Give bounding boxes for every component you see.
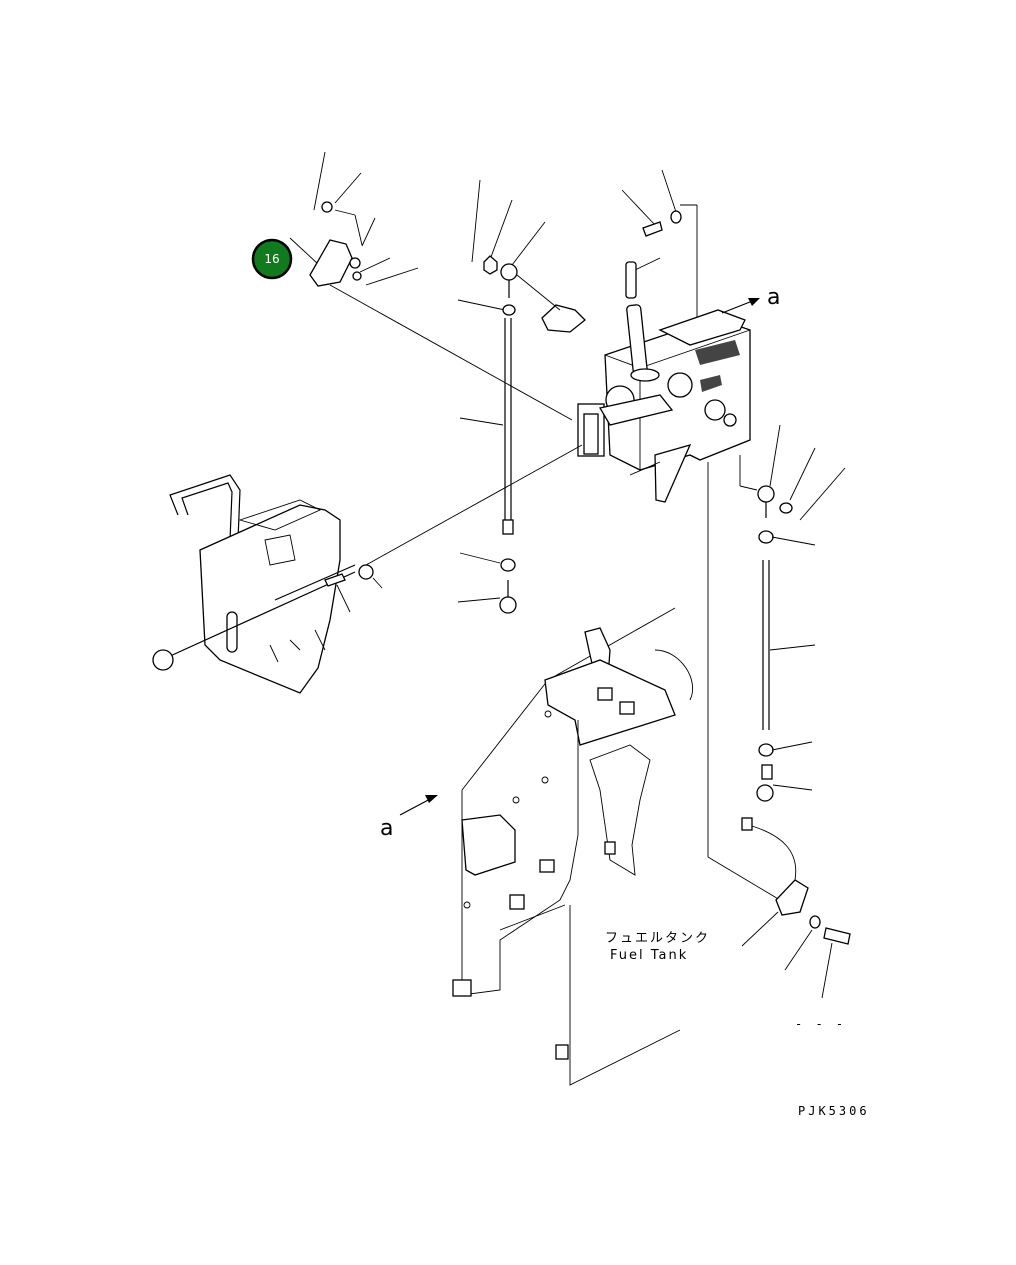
fuel-tank-label-en: Fuel Tank (610, 948, 688, 963)
sensor-assembly: - - - (707, 462, 851, 1031)
control-box-assembly (577, 304, 751, 503)
top-center-parts (483, 204, 698, 333)
arrow-a-top-right: a (721, 285, 780, 314)
callout-16[interactable]: 16 (251, 238, 293, 280)
drawing-code: PJK5306 (798, 1104, 870, 1118)
arrow-label-left: a (380, 816, 393, 841)
leader-lines-top-center (457, 169, 677, 311)
vertical-rod-left (457, 318, 517, 614)
dash-mark: - - - (795, 1017, 846, 1031)
callout-circle[interactable] (251, 238, 293, 280)
frame-chassis (452, 607, 694, 1086)
bracket-part (309, 201, 363, 287)
right-rod-assembly (739, 424, 846, 802)
arrow-a-left: a (380, 795, 438, 841)
callout-number: 16 (264, 252, 279, 266)
fuel-tank-label-jp: フュエルタンク (605, 931, 710, 946)
leader-lines-top-left (289, 151, 419, 286)
seat-assembly (152, 444, 583, 694)
leader-bracket-to-box (329, 284, 573, 421)
arrow-label-top: a (767, 285, 780, 310)
